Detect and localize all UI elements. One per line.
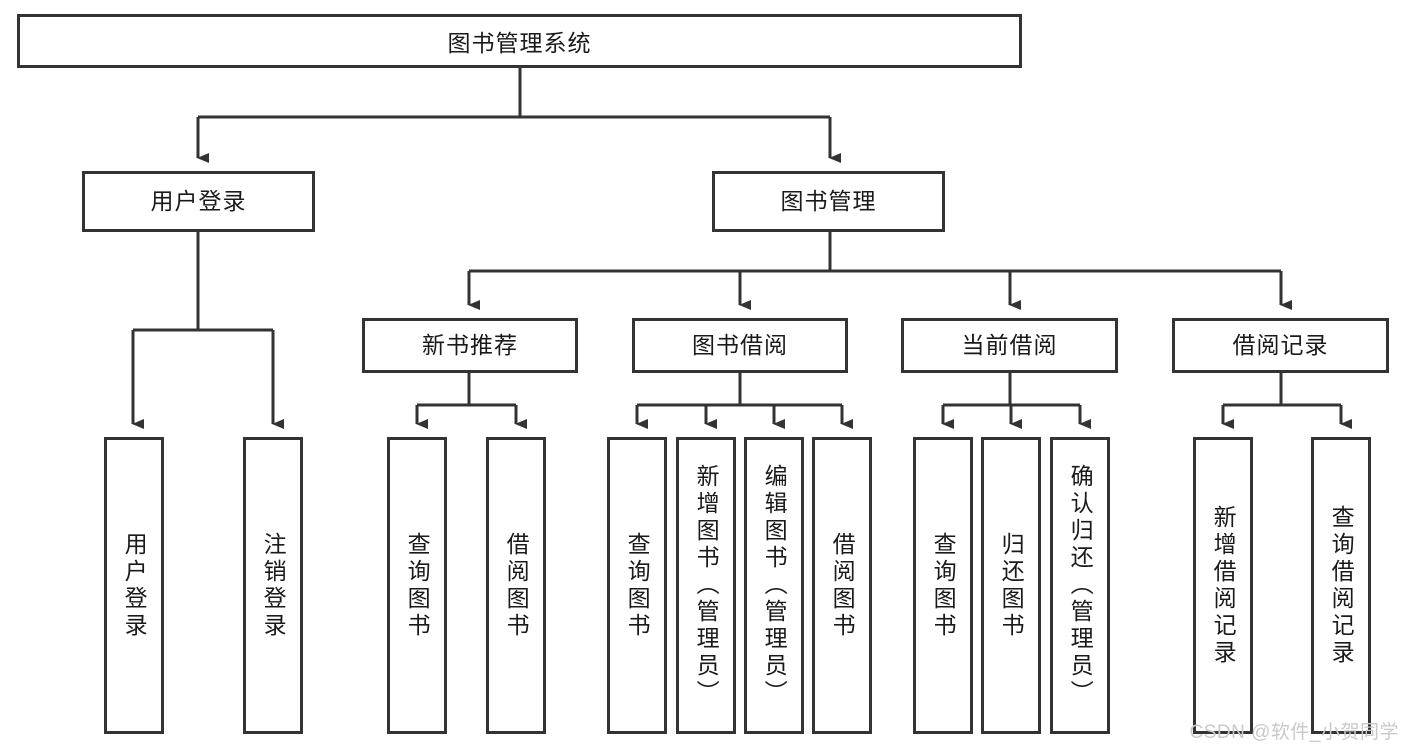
node-leaf-add-book[interactable]: 新增图书（管理员） bbox=[676, 437, 736, 734]
node-borrow-record[interactable]: 借阅记录 bbox=[1172, 318, 1389, 373]
node-leaf-user-logout[interactable]: 注销登录 bbox=[243, 437, 303, 734]
node-leaf-user-logout-label: 注销登录 bbox=[260, 531, 287, 640]
node-leaf-edit-book-label: 编辑图书（管理员） bbox=[761, 464, 788, 707]
node-leaf-query-book-1[interactable]: 查询图书 bbox=[387, 437, 447, 734]
node-leaf-user-login-label: 用户登录 bbox=[121, 531, 148, 640]
node-root-system[interactable]: 图书管理系统 bbox=[17, 14, 1022, 68]
node-user-login-label: 用户登录 bbox=[150, 187, 247, 214]
node-book-management-label: 图书管理 bbox=[780, 187, 877, 214]
node-leaf-query-book-3-label: 查询图书 bbox=[930, 531, 957, 640]
node-book-borrow[interactable]: 图书借阅 bbox=[632, 318, 848, 373]
node-leaf-query-book-1-label: 查询图书 bbox=[404, 531, 431, 640]
node-leaf-return-book[interactable]: 归还图书 bbox=[981, 437, 1041, 734]
node-borrow-record-label: 借阅记录 bbox=[1232, 331, 1329, 358]
csdn-watermark: CSDN @软件_小贺同学 bbox=[1189, 722, 1399, 743]
node-leaf-return-book-label: 归还图书 bbox=[998, 531, 1025, 640]
node-leaf-add-record[interactable]: 新增借阅记录 bbox=[1193, 437, 1253, 734]
node-leaf-query-record[interactable]: 查询借阅记录 bbox=[1311, 437, 1371, 734]
node-current-borrow[interactable]: 当前借阅 bbox=[901, 318, 1118, 373]
node-leaf-edit-book[interactable]: 编辑图书（管理员） bbox=[744, 437, 804, 734]
node-leaf-user-login[interactable]: 用户登录 bbox=[104, 437, 164, 734]
node-new-book-recommend[interactable]: 新书推荐 bbox=[362, 318, 578, 373]
node-leaf-query-record-label: 查询借阅记录 bbox=[1328, 504, 1355, 667]
node-book-management[interactable]: 图书管理 bbox=[712, 171, 945, 232]
node-leaf-borrow-book-1[interactable]: 借阅图书 bbox=[486, 437, 546, 734]
node-leaf-borrow-book-2[interactable]: 借阅图书 bbox=[812, 437, 872, 734]
node-user-login[interactable]: 用户登录 bbox=[82, 171, 315, 232]
node-leaf-query-book-3[interactable]: 查询图书 bbox=[913, 437, 973, 734]
node-new-book-recommend-label: 新书推荐 bbox=[422, 331, 518, 358]
node-root-system-label: 图书管理系统 bbox=[447, 30, 592, 56]
node-leaf-borrow-book-1-label: 借阅图书 bbox=[503, 531, 530, 640]
node-leaf-confirm-return-label: 确认归还（管理员） bbox=[1067, 464, 1094, 707]
node-leaf-query-book-2-label: 查询图书 bbox=[624, 531, 651, 640]
node-leaf-confirm-return[interactable]: 确认归还（管理员） bbox=[1050, 437, 1110, 734]
node-leaf-borrow-book-2-label: 借阅图书 bbox=[829, 531, 856, 640]
node-current-borrow-label: 当前借阅 bbox=[961, 331, 1058, 358]
node-leaf-add-record-label: 新增借阅记录 bbox=[1210, 504, 1237, 667]
node-book-borrow-label: 图书借阅 bbox=[692, 331, 788, 358]
node-leaf-add-book-label: 新增图书（管理员） bbox=[693, 464, 720, 707]
node-leaf-query-book-2[interactable]: 查询图书 bbox=[607, 437, 667, 734]
